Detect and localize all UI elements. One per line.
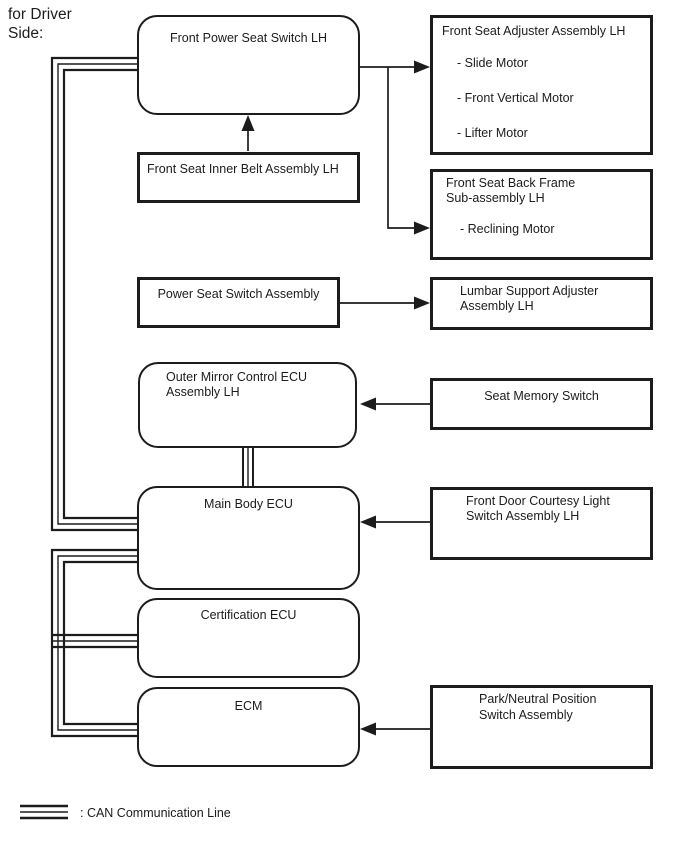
can-line-main-body-to-cert-and-ecm xyxy=(50,548,140,738)
arrow-courtesy-light-to-main-body xyxy=(360,515,432,529)
node-certification-ecu: Certification ECU xyxy=(137,598,360,678)
node-front-seat-adjuster-item-front-vertical-motor: - Front Vertical Motor xyxy=(457,91,574,105)
node-front-power-seat-switch-label: Front Power Seat Switch LH xyxy=(169,31,327,45)
arrow-power-seat-to-back-frame xyxy=(387,67,430,235)
node-ecm: ECM xyxy=(137,687,360,767)
node-lumbar-support-label-line1: Lumbar Support Adjuster xyxy=(460,284,599,298)
node-front-seat-inner-belt-label-text: Front Seat Inner Belt Assembly LH xyxy=(147,162,339,176)
node-lumbar-support-adjuster: Lumbar Support Adjuster Assembly LH xyxy=(430,277,653,330)
node-front-seat-adjuster: Front Seat Adjuster Assembly LH - Slide … xyxy=(430,15,653,155)
node-front-seat-adjuster-title: Front Seat Adjuster Assembly LH xyxy=(442,24,626,38)
node-front-seat-back-frame-title-line1: Front Seat Back Frame xyxy=(446,176,576,190)
arrow-pss-assembly-to-lumbar xyxy=(338,296,430,310)
arrow-power-seat-to-adjuster xyxy=(358,60,430,74)
arrow-park-neutral-to-ecm xyxy=(360,722,432,736)
node-park-neutral-label-line2: Switch Assembly xyxy=(479,708,573,722)
node-front-seat-inner-belt: Front Seat Inner Belt Assembly LH xyxy=(137,152,360,203)
node-park-neutral-position-switch: Park/Neutral Position Switch Assembly xyxy=(430,685,653,769)
node-seat-memory-switch-label: Seat Memory Switch xyxy=(484,389,599,403)
arrow-inner-belt-to-power-seat xyxy=(241,115,255,151)
diagram-title-line1: for Driver xyxy=(8,6,72,23)
node-front-seat-adjuster-item-slide-motor: - Slide Motor xyxy=(457,56,528,70)
node-ecm-label: ECM xyxy=(234,699,263,713)
node-front-power-seat-switch: Front Power Seat Switch LH xyxy=(137,15,360,115)
legend-can-communication-line-label: : CAN Communication Line xyxy=(80,806,231,820)
node-courtesy-light-label-line1: Front Door Courtesy Light xyxy=(466,494,610,508)
node-outer-mirror-control-ecu: Outer Mirror Control ECU Assembly LH xyxy=(138,362,357,448)
node-courtesy-light-label-line2: Switch Assembly LH xyxy=(466,509,580,523)
node-front-seat-back-frame-item-reclining-motor: - Reclining Motor xyxy=(460,222,555,236)
node-main-body-ecu: Main Body ECU xyxy=(137,486,360,590)
node-power-seat-switch-assembly-label: Power Seat Switch Assembly xyxy=(157,287,320,301)
node-outer-mirror-label-line1: Outer Mirror Control ECU xyxy=(166,370,307,384)
node-front-seat-adjuster-item-lifter-motor: - Lifter Motor xyxy=(457,126,528,140)
can-line-outer-mirror-to-main-body xyxy=(242,442,254,490)
node-front-seat-back-frame: Front Seat Back Frame Sub-assembly LH - … xyxy=(430,169,653,260)
node-front-seat-back-frame-title-line2: Sub-assembly LH xyxy=(446,191,545,205)
node-power-seat-switch-assembly: Power Seat Switch Assembly xyxy=(137,277,340,328)
node-park-neutral-label-line1: Park/Neutral Position xyxy=(479,692,597,706)
arrow-seat-memory-to-outer-mirror xyxy=(360,397,432,411)
diagram-title-line2: Side: xyxy=(8,25,44,42)
node-seat-memory-switch: Seat Memory Switch xyxy=(430,378,653,430)
node-main-body-ecu-label: Main Body ECU xyxy=(204,497,293,511)
node-outer-mirror-label-line2: Assembly LH xyxy=(166,385,240,399)
can-line-power-seat-to-main-body xyxy=(50,56,140,532)
can-line-symbol xyxy=(20,804,68,820)
node-front-door-courtesy-light-switch: Front Door Courtesy Light Switch Assembl… xyxy=(430,487,653,560)
node-lumbar-support-label-line2: Assembly LH xyxy=(460,299,534,313)
node-certification-ecu-label: Certification ECU xyxy=(200,608,297,622)
